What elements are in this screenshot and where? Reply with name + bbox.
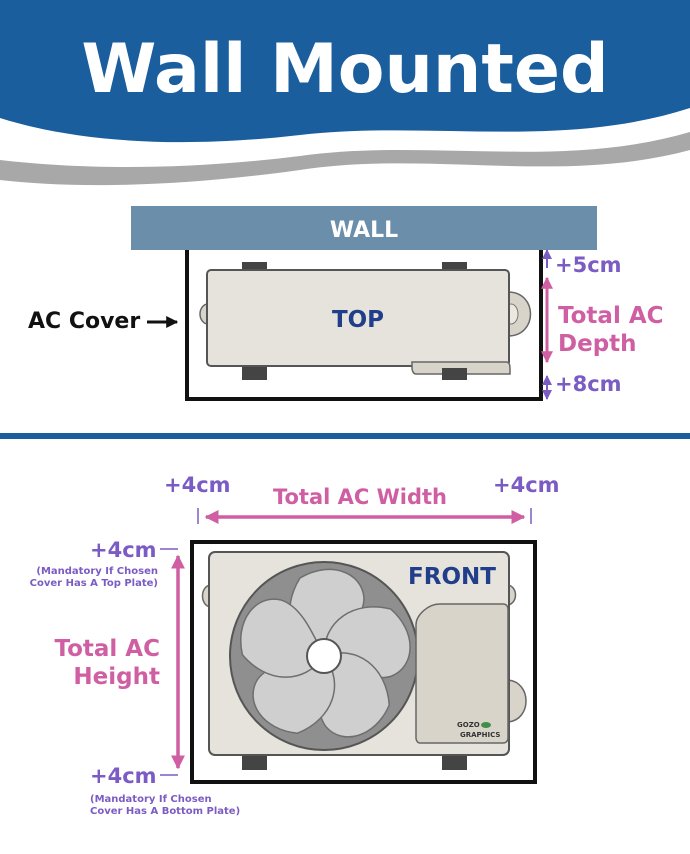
fan-blades [240,568,411,738]
height-gap-bottom-label: +4cm [90,764,157,788]
foot-front-right [442,756,467,770]
width-gap-left-label: +4cm [164,473,231,497]
brand-logo: GOZO GRAPHICS [457,721,500,739]
height-note-top-line1: (Mandatory If Chosen [36,566,158,577]
foot-front-left [242,756,267,770]
foot-top-left [242,262,267,272]
section-divider [0,433,690,439]
front-view-label: FRONT [408,564,496,590]
height-note-bottom-line1: (Mandatory If Chosen [90,794,212,805]
wall-bar [131,206,597,250]
height-note-bottom-line2: Cover Has A Bottom Plate) [90,806,240,817]
ac-cover-outline-front [190,540,537,784]
gap-bottom-label: +8cm [555,372,622,396]
logo-mark [481,722,491,728]
fan-hub [306,638,342,674]
height-note-top-line2: Cover Has A Top Plate) [30,578,158,589]
width-gap-right-label: +4cm [493,473,560,497]
banner-blue-wave [0,0,690,143]
foot-bottom-right [442,368,467,380]
height-label-line1: Total AC [54,636,160,662]
logo-line1: GOZO [457,721,480,729]
header-banner: Wall Mounted [0,0,690,186]
fan-blade [240,598,325,678]
front-view: +4cm Total AC Width +4cm +4cm (Mandatory… [30,473,560,817]
depth-label-line2: Depth [558,331,637,357]
ac-cover-label: AC Cover [28,309,140,334]
unit-side-bump-front-lower [507,679,527,723]
top-view: WALL TOP AC Cover +5cm Total AC Depth +8… [28,206,664,401]
height-gap-top-label: +4cm [90,538,157,562]
logo-line2: GRAPHICS [460,731,500,739]
page-title: Wall Mounted [81,30,608,109]
unit-side-bump-right [507,291,532,337]
height-label-line2: Height [73,664,160,690]
width-label: Total AC Width [273,485,447,509]
foot-bottom-left [242,366,267,380]
gap-top-label: +5cm [555,253,622,277]
top-view-label: TOP [332,307,384,333]
unit-body-top [206,269,510,367]
fan-assembly [229,561,419,751]
service-panel [415,603,509,744]
wall-label: WALL [330,218,398,243]
foot-top-right [442,262,467,272]
depth-label-line1: Total AC [558,303,664,329]
